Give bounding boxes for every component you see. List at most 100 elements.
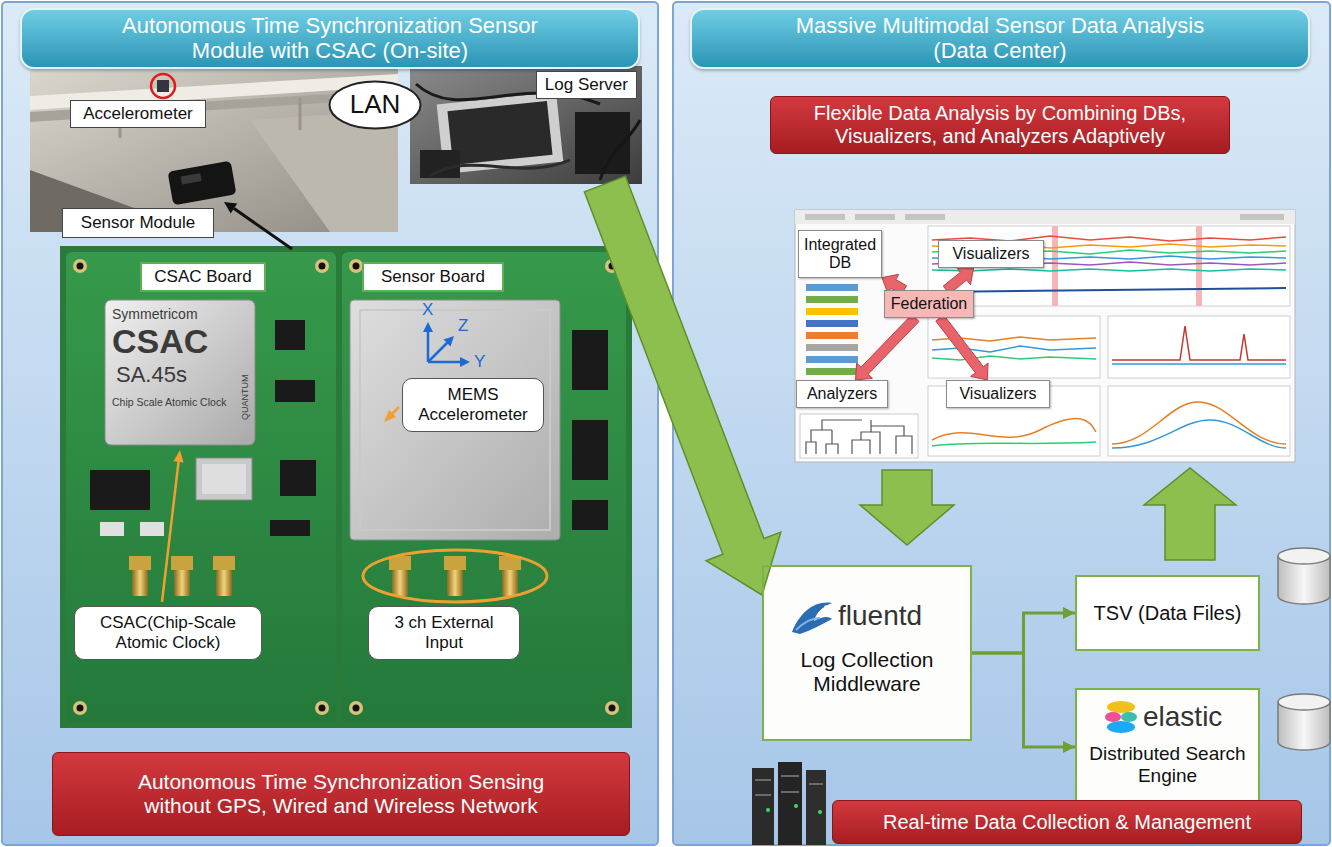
axis-label: X	[422, 300, 433, 320]
circuit-board-photo	[502, 570, 518, 596]
chip-marking: Symmetricom	[112, 306, 198, 322]
federation-hub: Federation	[884, 290, 974, 318]
circuit-board-photo	[66, 252, 336, 722]
server-rack	[755, 779, 771, 781]
circuit-board-photo	[572, 420, 608, 480]
dashboard-label: Visualizers	[938, 240, 1044, 268]
circuit-board-photo	[315, 701, 329, 715]
network-ellipse-text: LAN	[350, 90, 401, 120]
circuit-board-photo	[360, 310, 550, 530]
board-label-text: Sensor Board	[381, 267, 485, 287]
circuit-board-photo	[60, 246, 632, 728]
circuit-board-photo	[129, 556, 151, 570]
dashboard-label-text: Visualizers	[959, 385, 1036, 403]
dashboard-label: Visualizers	[946, 380, 1050, 408]
circuit-board-photo	[105, 300, 255, 445]
dashboard-label-text: Analyzers	[807, 385, 877, 403]
dashboard-screenshot	[1112, 402, 1286, 444]
storage-box-text: TSV (Data Files)	[1094, 602, 1242, 625]
circuit-board-photo	[349, 701, 363, 715]
circuit-board-photo	[60, 246, 632, 728]
dashboard-screenshot	[806, 296, 858, 303]
circuit-board-photo	[100, 522, 124, 536]
circuit-board-photo	[572, 500, 608, 530]
data-flow-block-arrows	[860, 468, 1236, 560]
summary-banner: Flexible Data Analysis by Combining DBs,…	[770, 96, 1230, 154]
database-icon	[1278, 548, 1330, 564]
dashboard-screenshot	[932, 288, 1286, 292]
site-photo	[299, 98, 302, 130]
axis-arrows	[423, 322, 433, 332]
circuit-board-photo	[349, 259, 363, 273]
chip-marking: CSAC	[112, 322, 208, 361]
log-server-photo	[430, 160, 570, 176]
axis-arrows	[428, 342, 448, 362]
summary-banner: Real-time Data Collection & Management	[832, 800, 1302, 844]
circuit-board-photo	[73, 259, 87, 273]
site-photo	[157, 80, 169, 92]
chip-marking: Chip Scale Atomic Clock	[112, 396, 226, 408]
circuit-board-photo	[77, 705, 84, 712]
circuit-board-photo	[609, 705, 616, 712]
log-server-photo	[410, 66, 642, 184]
board-label-text: CSAC Board	[154, 267, 251, 287]
dashboard-screenshot	[806, 308, 858, 315]
dashboard-screenshot	[1108, 386, 1290, 456]
elastic-logo	[1105, 712, 1121, 722]
dashboard-screenshot	[795, 210, 1295, 462]
circuit-board-photo	[350, 300, 560, 540]
box-fill	[762, 565, 972, 741]
server-rack	[752, 762, 826, 845]
database-icon	[1278, 548, 1330, 750]
dashboard-screenshot	[1112, 363, 1286, 365]
storage-box-text: Distributed Search Engine	[1077, 743, 1258, 787]
circuit-board-photo	[174, 570, 190, 596]
circuit-board-photo	[77, 263, 84, 270]
dashboard-screenshot	[1112, 420, 1286, 448]
elastic-logo	[1107, 721, 1135, 733]
part-callout: CSAC(Chip-Scale Atomic Clock)	[74, 606, 262, 660]
server-rack	[781, 775, 799, 777]
axis-arrows	[460, 357, 470, 367]
leader-lines	[384, 410, 396, 422]
data-center-panel-text: Massive Multimodal Sensor Data Analysis …	[690, 8, 1310, 69]
dashboard-screenshot	[932, 356, 1096, 360]
data-flow-block-arrows	[860, 470, 954, 545]
label-anchor: Symmetricom	[112, 306, 198, 322]
summary-banner-text: Autonomous Time Synchronization Sensing …	[113, 770, 569, 818]
site-photo	[151, 74, 175, 98]
part-callout-text: CSAC(Chip-Scale Atomic Clock)	[81, 613, 255, 652]
circuit-board-photo	[140, 522, 164, 536]
part-callout: MEMS Accelerometer	[402, 378, 544, 432]
site-panel: Autonomous Time Synchronization Sensor M…	[2, 2, 658, 845]
log-server-photo	[447, 101, 552, 165]
server-rack	[755, 794, 771, 796]
dashboard-screenshot	[932, 419, 1096, 440]
dashboard-screenshot	[795, 210, 1295, 462]
label-anchor: QUANTUM	[240, 420, 286, 430]
log-server-photo: Log Server	[410, 66, 642, 184]
board-label: CSAC Board	[140, 262, 266, 292]
circuit-board-photo	[132, 570, 148, 596]
dashboard-screenshot	[806, 344, 858, 351]
circuit-board-photo	[444, 556, 466, 570]
storage-box-text: elastic	[1099, 702, 1222, 733]
dashboard-screenshot	[806, 284, 858, 291]
dashboard-screenshot	[1052, 226, 1058, 306]
leader-lines	[174, 450, 184, 463]
circuit-board-photo	[73, 701, 87, 715]
circuit-board-photo	[90, 470, 150, 510]
data-flow-block-arrows	[1144, 468, 1236, 560]
data-center-panel: Massive Multimodal Sensor Data Analysis …	[672, 2, 1330, 845]
photo-label: Accelerometer	[70, 100, 206, 128]
connector-group	[584, 176, 1075, 747]
network-ellipse: LAN	[328, 80, 422, 130]
leader-lines	[224, 202, 237, 214]
leader-lines	[234, 209, 292, 249]
server-rack	[806, 770, 826, 845]
circuit-board-photo	[275, 380, 315, 402]
dashboard-screenshot	[905, 214, 945, 220]
storage-box: elasticDistributed Search Engine	[1075, 688, 1260, 806]
federation-arrow	[856, 315, 920, 380]
